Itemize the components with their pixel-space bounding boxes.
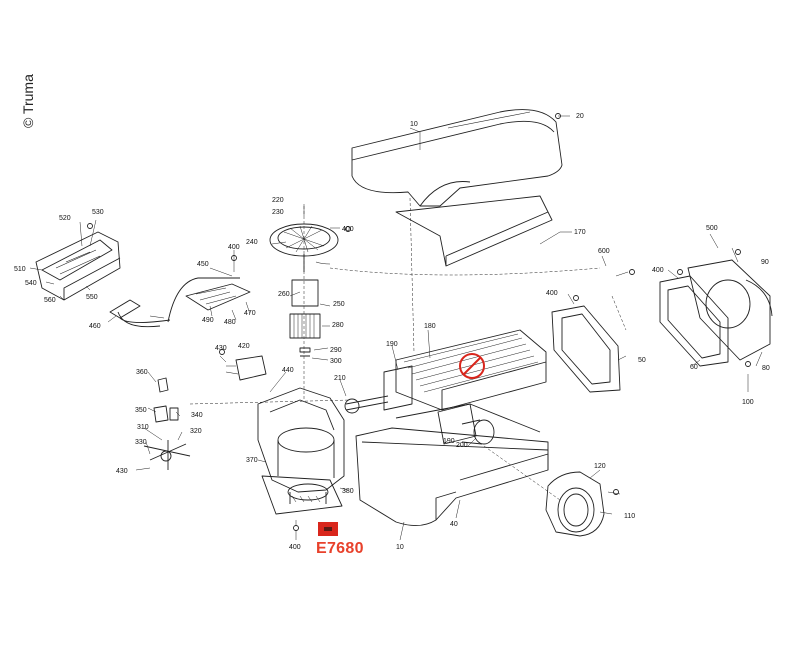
part-number: 500	[706, 225, 718, 232]
part-callouts: 10 20 170 220 230 400 240 400 450 520 53…	[14, 113, 770, 551]
not-included-icon	[459, 353, 485, 379]
part-number: 310	[137, 424, 149, 431]
part-number: 90	[761, 259, 769, 266]
part-number: 280	[332, 322, 344, 329]
part-number: 460	[89, 323, 101, 330]
part-number: 300	[330, 358, 342, 365]
part-number: 400	[289, 544, 301, 551]
part-number: 190	[386, 341, 398, 348]
part-number: 200	[456, 442, 468, 449]
part-number: 540	[25, 280, 37, 287]
part-number: 20	[576, 113, 584, 120]
part-number: 510	[14, 266, 26, 273]
part-number: 220	[272, 197, 284, 204]
part-number: 190	[443, 438, 455, 445]
part-number: 600	[598, 248, 610, 255]
part-number: 430	[215, 345, 227, 352]
diagram-code: E7680	[316, 540, 364, 557]
part-number: 370	[246, 457, 258, 464]
part-number: 210	[334, 375, 346, 382]
part-number: 260	[278, 291, 290, 298]
part-number: 490	[202, 317, 214, 324]
part-number: 400	[342, 226, 354, 233]
part-number: 560	[44, 297, 56, 304]
part-number: 180	[424, 323, 436, 330]
part-number: 40	[450, 521, 458, 528]
part-number: 330	[135, 439, 147, 446]
part-number: 360	[136, 369, 148, 376]
part-number: 340	[191, 412, 203, 419]
part-number: 100	[742, 399, 754, 406]
small-parts-group	[143, 377, 191, 470]
part-number: 530	[92, 209, 104, 216]
part-number: 430	[116, 468, 128, 475]
bottom-tray-part	[355, 403, 549, 526]
wire-part	[167, 277, 240, 323]
part-number: 80	[762, 365, 770, 372]
part-number: 400	[228, 244, 240, 251]
part-number: 230	[272, 209, 284, 216]
part-number: 550	[86, 294, 98, 301]
leader-lines	[29, 115, 763, 541]
part-number: 240	[246, 239, 258, 246]
duct-pipe-part	[344, 395, 495, 445]
part-number: 10	[396, 544, 404, 551]
part-number: 520	[59, 215, 71, 222]
part-number: 320	[190, 428, 202, 435]
copyright-label: © Truma	[20, 74, 36, 128]
part-number: 110	[624, 513, 635, 520]
guide-lines	[189, 197, 627, 501]
part-number: 470	[244, 310, 256, 317]
screw-icons	[87, 113, 751, 531]
heat-exchanger-part	[383, 329, 547, 411]
part-number: 250	[333, 301, 345, 308]
blower-housing-part	[257, 387, 345, 515]
circuit-board-part	[185, 283, 251, 311]
part-number: 60	[690, 364, 698, 371]
part-number: 440	[282, 367, 294, 374]
capacitor-part	[225, 355, 267, 381]
part-number: 400	[652, 267, 664, 274]
part-number: 120	[594, 463, 606, 470]
frame-part	[659, 259, 773, 367]
part-number: 420	[238, 343, 250, 350]
part-number: 10	[410, 121, 418, 128]
part-number: 480	[224, 319, 236, 326]
part-number: 450	[197, 261, 209, 268]
cover-part	[351, 109, 563, 267]
part-number: 290	[330, 347, 342, 354]
part-number: 350	[135, 407, 147, 414]
part-number: 170	[574, 229, 586, 236]
part-number: 50	[638, 357, 646, 364]
part-number: 400	[546, 290, 558, 297]
elbow-part	[545, 471, 605, 537]
diagram-marker-icon	[318, 522, 338, 536]
control-panel-part	[35, 231, 121, 301]
remote-cable-part	[109, 299, 171, 328]
outlet-grill-part	[551, 305, 621, 393]
part-number: 380	[342, 488, 354, 495]
